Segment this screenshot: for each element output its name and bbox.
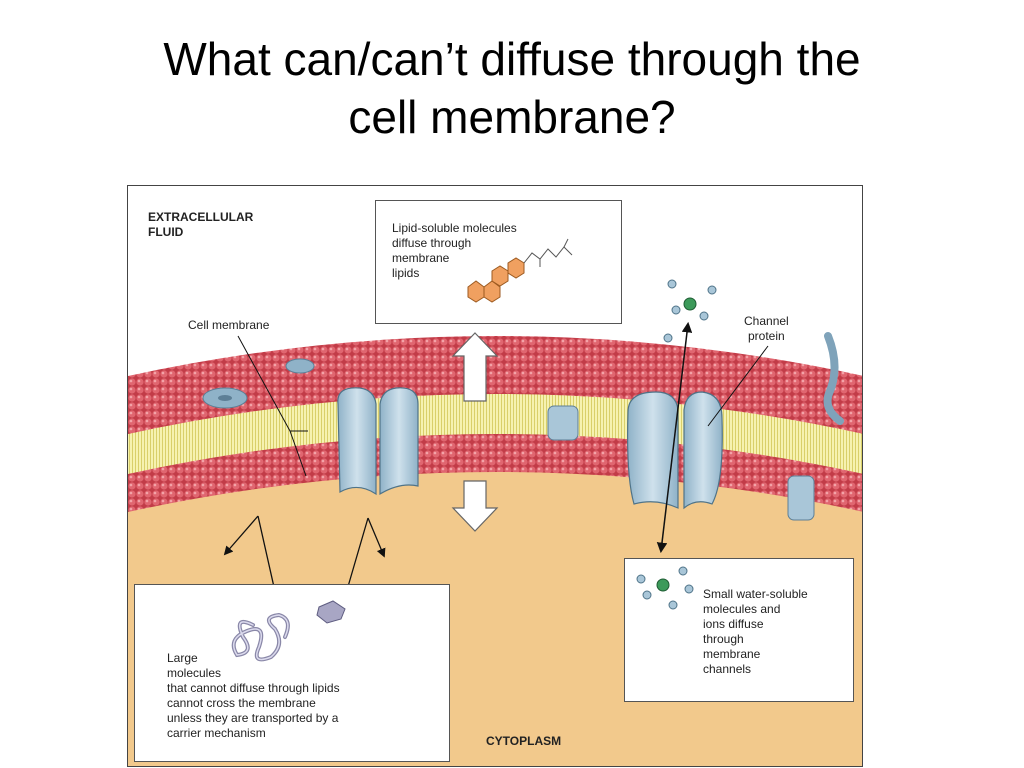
large-molecules-box: Large molecules that cannot diffuse thro… [134,584,450,762]
channel-diffusion-arrow [656,321,693,554]
ions-cytoplasm-icon [636,566,694,610]
title-line-2: cell membrane? [348,91,676,143]
channel-protein-pointer [707,345,769,427]
cytoplasm-label: CYTOPLASM [486,734,562,748]
cell-membrane-pointer [237,335,291,432]
channel-protein-right [627,391,723,510]
embedded-protein-mid [547,405,579,441]
small-water-soluble-text: Small water-soluble molecules and ions d… [703,587,808,676]
title-line-1: What can/can’t diffuse through the [163,33,861,85]
ions-extracellular [663,279,717,343]
carrier-protein-left [337,387,419,496]
surface-tail-protein [823,332,844,425]
steroid-molecule-icon [467,238,573,303]
lipid-diffusion-arrow [451,332,499,532]
extracellular-fluid-label: EXTRACELLULAR FLUID [148,210,254,239]
lipid-soluble-box: Lipid-soluble molecules diffuse through … [375,200,622,324]
embedded-protein-right [787,475,815,521]
slide-title: What can/can’t diffuse through the cell … [0,30,1024,146]
carrier-molecule-icon [316,600,346,624]
small-water-soluble-box: Small water-soluble molecules and ions d… [624,558,854,702]
channel-protein-label: Channel protein [744,314,789,343]
large-molecules-text: Large molecules that cannot diffuse thro… [167,651,340,740]
surface-protein-top [285,358,315,374]
large-molecule-icon [231,600,346,662]
cell-membrane-label: Cell membrane [188,318,270,332]
lipid-soluble-text: Lipid-soluble molecules diffuse through … [392,221,517,280]
membrane-diagram: EXTRACELLULAR FLUID Cell membrane Channe… [127,185,863,767]
